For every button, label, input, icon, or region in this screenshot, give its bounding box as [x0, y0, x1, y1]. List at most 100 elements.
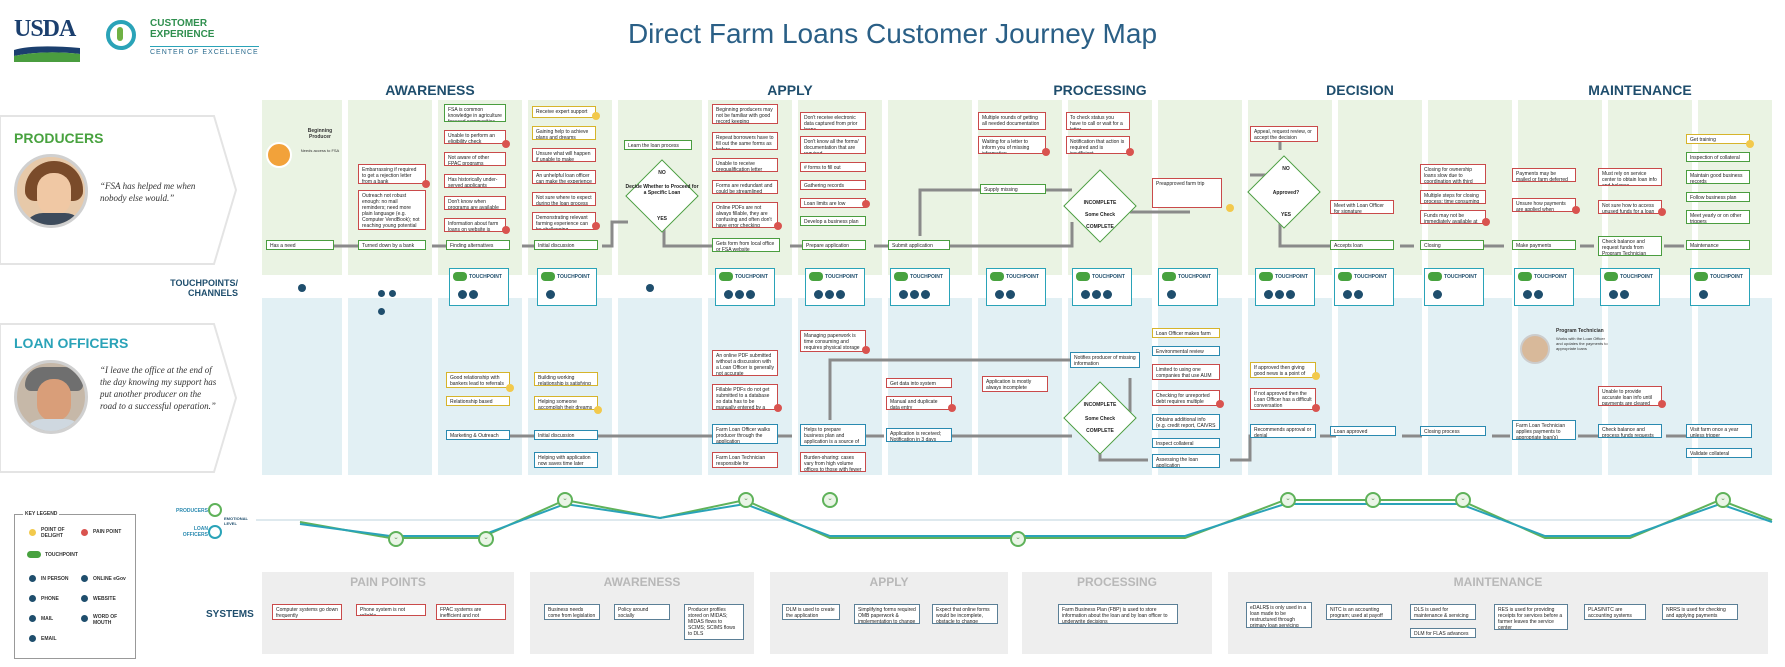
- touchpoint-label: TOUCHPOINT: [1710, 273, 1743, 280]
- note: Meet yearly or on other triggers: [1686, 210, 1750, 224]
- emotional-level-label: EMOTIONAL LEVEL: [224, 516, 248, 526]
- officer-emotion-icon: [208, 525, 222, 539]
- pain-point-note: Online PDFs are not always fillable, the…: [712, 202, 778, 228]
- phase-processing: PROCESSING: [1053, 82, 1147, 98]
- panel-title: PROCESSING: [1076, 575, 1157, 589]
- mail-icon: [910, 290, 919, 299]
- touchpoint-card: TOUCHPOINT: [537, 268, 597, 306]
- emotion-producers-label: PRODUCERS: [176, 508, 208, 514]
- delight-note: Gaining help to achieve plans and dreams: [532, 126, 596, 140]
- phase-awareness: AWARENESS: [385, 82, 475, 98]
- officer-step: Validate collateral: [1686, 448, 1752, 458]
- system-note: NRRS is used for checking and applying p…: [1662, 604, 1738, 620]
- pain-point-icon: [948, 404, 956, 412]
- in-person-icon: [646, 284, 654, 292]
- step-has-a-need: Has a need: [266, 240, 334, 250]
- step-maintenance: Maintenance: [1686, 240, 1750, 250]
- touchpoint-icon: [27, 551, 41, 558]
- step-learn-loan-process: Learn the loan process: [624, 140, 692, 150]
- phase-maintenance: MAINTENANCE: [1588, 82, 1692, 98]
- system-note: FPAC systems are inefficient and not int…: [436, 604, 506, 620]
- note: Maintain good business records: [1686, 170, 1750, 184]
- panel-title: AWARENESS: [603, 575, 681, 589]
- column-bg: [1698, 298, 1772, 475]
- pain-point-note: Don't know when programs are available t…: [444, 196, 506, 210]
- program-technician-note: Works with the Loan Officer and updates …: [1556, 336, 1608, 351]
- pain-point-note: Gathering records: [800, 180, 866, 190]
- loan-officer-quote: “I leave the office at the end of the da…: [100, 365, 217, 411]
- producer-emotion-icon: [208, 503, 222, 517]
- legend-item: PAIN POINT: [93, 529, 122, 535]
- delight-note: Receive expert support: [532, 106, 596, 118]
- delight-icon: [1312, 372, 1320, 380]
- pain-point-note: Multiple steps for closing process; time…: [1420, 190, 1486, 204]
- touchpoint-card: TOUCHPOINT: [1514, 268, 1574, 306]
- touchpoint-card: TOUCHPOINT: [1600, 268, 1660, 306]
- in-person-icon: [899, 290, 908, 299]
- pain-point-note: Manual and duplicate data entry: [886, 396, 952, 410]
- step-accepts-loan: Accepts loan: [1330, 240, 1394, 250]
- pain-point-icon: [774, 222, 782, 230]
- pain-point-icon: [502, 140, 510, 148]
- decide-no: NO: [658, 170, 666, 176]
- officer-step: Loan approved: [1330, 426, 1396, 436]
- pain-point-icon: [81, 529, 88, 536]
- system-note: DLS is used for maintenance & servicing: [1410, 604, 1476, 620]
- panel-title: MAINTENANCE: [1453, 575, 1543, 589]
- delight-icon: [1226, 204, 1234, 212]
- touchpoint-card: TOUCHPOINT: [1158, 268, 1218, 306]
- phone-icon: [735, 290, 744, 299]
- pain-point-icon: [1658, 208, 1666, 216]
- pain-point-note: Funds may not be immediately available a…: [1420, 210, 1486, 224]
- legend-item: WORD OF MOUTH: [93, 614, 118, 626]
- column-bg: [1518, 298, 1602, 475]
- in-person-icon: [29, 575, 36, 582]
- in-person-icon: [1523, 290, 1532, 299]
- pain-point-note: Limited to using one companies that use …: [1152, 364, 1220, 380]
- pain-point-note: Payments may be mailed or farm deferred: [1512, 168, 1576, 182]
- system-note: Farm Business Plan (FBP) is used to stor…: [1058, 604, 1178, 624]
- step-turned-down: Turned down by a bank: [358, 240, 426, 250]
- phone-icon: [1534, 290, 1543, 299]
- decide-label: Decide Whether to Proceed for a Specific…: [625, 184, 699, 196]
- pain-point-note: Waiting for a letter to inform you of mi…: [978, 136, 1046, 154]
- pain-point-note: Unsure how payments are applied when pro…: [1512, 198, 1576, 212]
- in-person-icon: [458, 290, 467, 299]
- emotion-face-icon: ᵕ: [1455, 492, 1471, 508]
- note: Obtains additional info (e.g. credit rep…: [1152, 414, 1220, 430]
- legend-item: WEBSITE: [93, 596, 116, 602]
- panel-title: PAIN POINTS: [350, 575, 426, 589]
- phone-icon: [1620, 290, 1629, 299]
- usda-logo: USDA: [14, 16, 76, 42]
- touchpoint-card: TOUCHPOINT: [1255, 268, 1315, 306]
- emotion-curves: [256, 498, 1773, 539]
- pain-point-note: Unsure what will happen if unable to mak…: [532, 148, 596, 162]
- in-person-icon: [298, 284, 306, 292]
- in-person-icon: [1433, 290, 1442, 299]
- note: Follow business plan: [1686, 192, 1750, 202]
- pain-point-icon: [1482, 218, 1490, 226]
- legend-item: POINT OF DELIGHT: [41, 527, 65, 539]
- pain-point-icon: [1572, 206, 1580, 214]
- emotion-face-icon: ᵕ: [738, 492, 754, 508]
- pain-point-note: Forms are redundant and could be streaml…: [712, 180, 778, 194]
- pain-point-note: Unable to perform an eligibility check: [444, 130, 506, 144]
- website-icon: [746, 290, 755, 299]
- beginning-producer-avatar: [266, 142, 292, 168]
- pain-point-note: Burden-sharing: cases vary from high vol…: [800, 452, 866, 472]
- pain-point-note: To check status you have to call or wait…: [1066, 112, 1130, 130]
- ce-line1: CUSTOMER: [150, 18, 208, 29]
- pain-point-note: Closing for ownership loans slow due to …: [1420, 164, 1486, 184]
- pain-point-note: Not aware of other FPAC programs: [444, 152, 506, 166]
- phone-icon: [1092, 290, 1101, 299]
- pain-point-icon: [1312, 404, 1320, 412]
- officer-step: Check balance and process funds requests: [1598, 424, 1662, 438]
- systems-label: SYSTEMS: [206, 609, 254, 620]
- system-note: eDALR$ is only used in a loan made to be…: [1246, 602, 1312, 628]
- note: FSA is common knowledge in agriculture f…: [444, 104, 506, 122]
- officer-step: Visit farm once a year unless trigger: [1686, 424, 1752, 438]
- pain-point-note: Application is mostly always incomplete: [982, 376, 1048, 392]
- mail-icon: [836, 290, 845, 299]
- emotion-face-icon: ᵕ: [388, 531, 404, 547]
